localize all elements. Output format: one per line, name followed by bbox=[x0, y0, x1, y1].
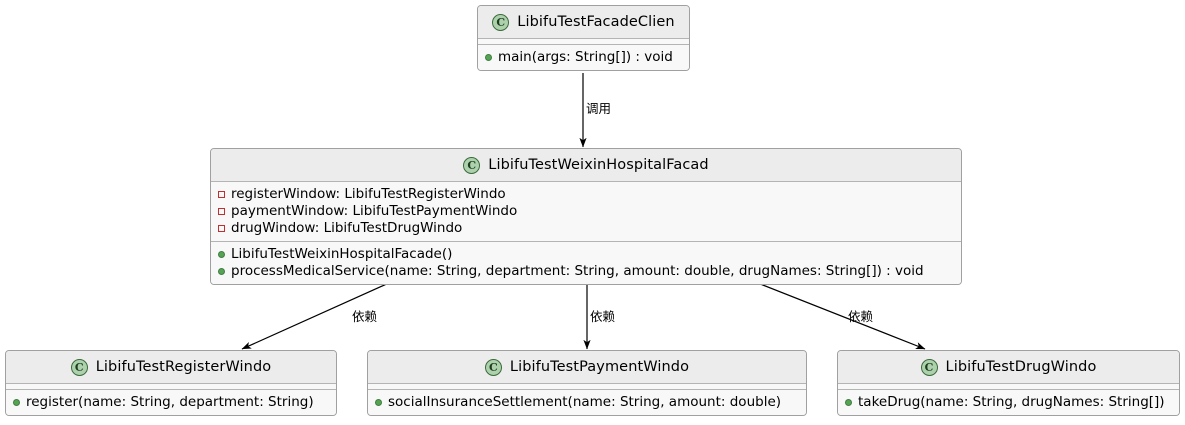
class-circle-icon: C bbox=[484, 358, 502, 376]
class-header-drug-window: C LibifuTestDrugWindo bbox=[838, 351, 1179, 384]
member-row: registerWindow: LibifuTestRegisterWindo bbox=[211, 186, 961, 203]
method-label: LibifuTestWeixinHospitalFacade() bbox=[231, 246, 453, 262]
member-row: main(args: String[]) : void bbox=[478, 49, 689, 66]
class-box-weixin-hospital-facade[interactable]: C LibifuTestWeixinHospitalFacad register… bbox=[210, 148, 962, 285]
class-header-payment-window: C LibifuTestPaymentWindo bbox=[368, 351, 806, 384]
private-square-icon bbox=[218, 191, 225, 198]
class-name-register-window: LibifuTestRegisterWindo bbox=[95, 359, 272, 375]
member-row: LibifuTestWeixinHospitalFacade() bbox=[211, 246, 961, 263]
edge-label-dep-right: 依赖 bbox=[848, 309, 874, 324]
public-circle-icon bbox=[485, 54, 492, 61]
class-fields-facade-client bbox=[478, 39, 689, 44]
class-methods-payment-window: socialInsuranceSettlement(name: String, … bbox=[368, 389, 806, 415]
private-square-icon bbox=[218, 208, 225, 215]
class-header-weixin-hospital-facade: C LibifuTestWeixinHospitalFacad bbox=[211, 149, 961, 182]
method-label: register(name: String, department: Strin… bbox=[26, 394, 314, 410]
public-circle-icon bbox=[845, 399, 852, 406]
member-row: register(name: String, department: Strin… bbox=[6, 394, 336, 411]
public-circle-icon bbox=[218, 251, 225, 258]
public-circle-icon bbox=[375, 399, 382, 406]
class-fields-drug-window bbox=[838, 384, 1179, 389]
edge-label-dep-left: 依赖 bbox=[352, 309, 378, 324]
method-label: takeDrug(name: String, drugNames: String… bbox=[858, 394, 1165, 410]
member-row: paymentWindow: LibifuTestPaymentWindo bbox=[211, 203, 961, 220]
class-methods-facade-client: main(args: String[]) : void bbox=[478, 44, 689, 70]
member-row: socialInsuranceSettlement(name: String, … bbox=[368, 394, 806, 411]
field-label: paymentWindow: LibifuTestPaymentWindo bbox=[231, 203, 518, 219]
class-fields-register-window bbox=[6, 384, 336, 389]
class-fields-weixin-hospital-facade: registerWindow: LibifuTestRegisterWindo … bbox=[211, 182, 961, 241]
class-header-register-window: C LibifuTestRegisterWindo bbox=[6, 351, 336, 384]
edge-label-call: 调用 bbox=[586, 101, 612, 116]
class-circle-icon: C bbox=[70, 358, 88, 376]
class-name-facade-client: LibifuTestFacadeClien bbox=[517, 14, 675, 30]
class-methods-weixin-hospital-facade: LibifuTestWeixinHospitalFacade() process… bbox=[211, 241, 961, 284]
member-row: drugWindow: LibifuTestDrugWindo bbox=[211, 220, 961, 237]
class-box-drug-window[interactable]: C LibifuTestDrugWindo takeDrug(name: Str… bbox=[837, 350, 1180, 416]
member-row: processMedicalService(name: String, depa… bbox=[211, 263, 961, 280]
class-name-payment-window: LibifuTestPaymentWindo bbox=[509, 359, 690, 375]
class-box-register-window[interactable]: C LibifuTestRegisterWindo register(name:… bbox=[5, 350, 337, 416]
edge-label-dep-mid: 依赖 bbox=[590, 309, 616, 324]
class-circle-icon: C bbox=[920, 358, 938, 376]
class-header-facade-client: C LibifuTestFacadeClien bbox=[478, 6, 689, 39]
private-square-icon bbox=[218, 225, 225, 232]
class-methods-drug-window: takeDrug(name: String, drugNames: String… bbox=[838, 389, 1179, 415]
edge-dep-right-line bbox=[744, 277, 926, 350]
class-methods-register-window: register(name: String, department: Strin… bbox=[6, 389, 336, 415]
field-label: registerWindow: LibifuTestRegisterWindo bbox=[231, 186, 506, 202]
class-box-facade-client[interactable]: C LibifuTestFacadeClien main(args: Strin… bbox=[477, 5, 690, 71]
edge-dep-left-line bbox=[241, 277, 401, 350]
class-name-drug-window: LibifuTestDrugWindo bbox=[945, 359, 1097, 375]
class-box-payment-window[interactable]: C LibifuTestPaymentWindo socialInsurance… bbox=[367, 350, 807, 416]
public-circle-icon bbox=[13, 399, 20, 406]
field-label: drugWindow: LibifuTestDrugWindo bbox=[231, 220, 463, 236]
method-label: main(args: String[]) : void bbox=[498, 49, 673, 65]
public-circle-icon bbox=[218, 268, 225, 275]
member-row: takeDrug(name: String, drugNames: String… bbox=[838, 394, 1179, 411]
class-circle-icon: C bbox=[492, 13, 510, 31]
method-label: socialInsuranceSettlement(name: String, … bbox=[388, 394, 782, 410]
class-name-weixin-hospital-facade: LibifuTestWeixinHospitalFacad bbox=[488, 157, 709, 173]
class-fields-payment-window bbox=[368, 384, 806, 389]
class-circle-icon: C bbox=[463, 156, 481, 174]
method-label: processMedicalService(name: String, depa… bbox=[231, 263, 924, 279]
